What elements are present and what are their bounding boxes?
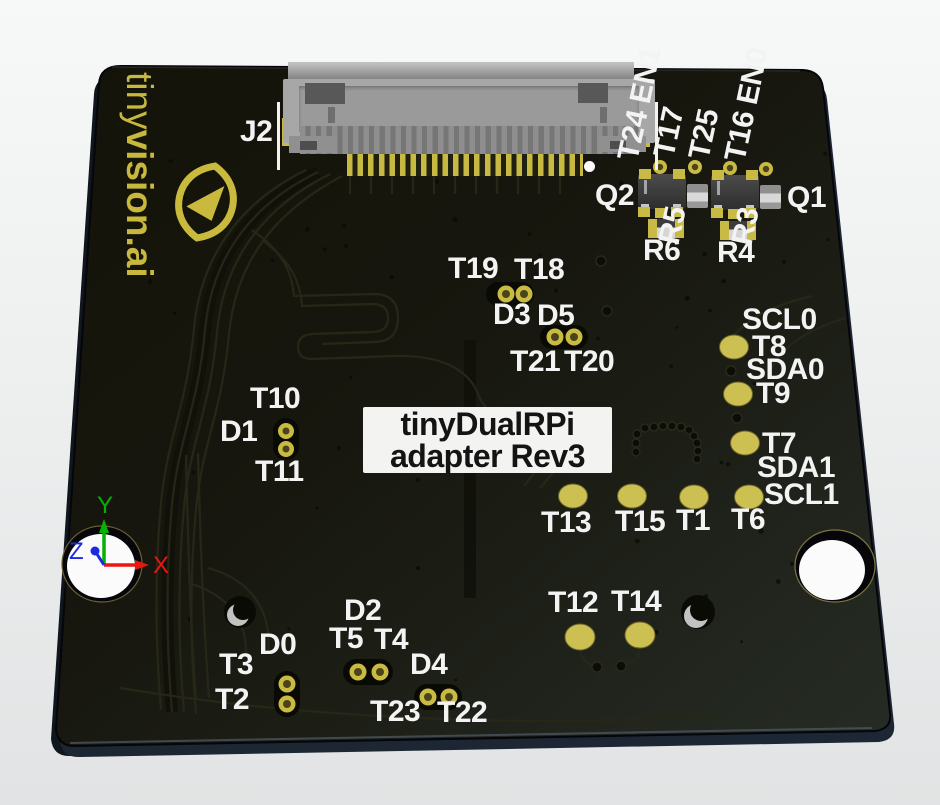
connector-actuator (288, 62, 634, 81)
connector-latch-right (578, 83, 608, 103)
label-t8: T8 (752, 330, 787, 363)
connector-latch-left (305, 83, 345, 104)
label-t22: T22 (437, 696, 488, 729)
label-t19: T19 (448, 252, 499, 285)
y-axis-arrowhead (99, 519, 109, 533)
z-axis-label: Z (69, 538, 84, 565)
connector-foot-left (289, 136, 337, 153)
label-t6: T6 (731, 503, 766, 536)
label-t18: T18 (514, 253, 565, 286)
connector-silkscreen-right (655, 102, 658, 170)
label-d0: D0 (259, 628, 297, 661)
label-scl1: SCL1 (764, 478, 839, 511)
label-r3: R3 (725, 204, 766, 249)
connector-contact-ridges (300, 126, 638, 154)
label-d4: D4 (410, 648, 448, 681)
connector-key-left (328, 107, 335, 123)
label-j2: J2 (240, 115, 273, 148)
label-q2: Q2 (595, 179, 635, 212)
label-d3: D3 (493, 298, 531, 331)
label-sda1: SDA1 (757, 451, 836, 484)
plated-hole-left (224, 596, 256, 628)
label-t11: T11 (255, 455, 304, 488)
axis-triad: Y X Z (69, 495, 169, 579)
x-axis-arrowhead (135, 560, 149, 570)
transistor-q1 (711, 170, 759, 219)
connector-key-right (600, 107, 607, 123)
board-title-line2: adapter Rev3 (390, 438, 585, 474)
board-bevel-highlight (69, 727, 873, 744)
label-t4: T4 (374, 623, 409, 656)
resistor-r6-body (648, 219, 684, 238)
y-axis-label: Y (97, 495, 113, 519)
ffc-connector-j2 (277, 62, 658, 176)
transistor-q2 (638, 169, 686, 218)
board-title-line1: tinyDualRPi (400, 406, 575, 442)
ring-pads (278, 160, 773, 713)
label-t23: T23 (370, 695, 421, 728)
connector-pins (347, 150, 583, 176)
label-t12: T12 (548, 586, 599, 619)
label-r6: R6 (643, 234, 681, 267)
x-axis-label: X (153, 552, 169, 579)
label-t14: T14 (611, 585, 662, 618)
label-r5: R5 (652, 203, 693, 248)
label-q1: Q1 (787, 181, 827, 214)
label-t15: T15 (615, 505, 666, 538)
resistor-r3-body (760, 185, 781, 209)
tinyvision-logo-icon (175, 162, 237, 242)
label-d5: D5 (537, 299, 575, 332)
label-t9: T9 (756, 377, 791, 410)
label-t20: T20 (564, 345, 615, 378)
label-t2: T2 (215, 683, 250, 716)
label-t3: T3 (219, 648, 254, 681)
label-r4: R4 (717, 236, 755, 269)
trace-outlines (119, 169, 847, 723)
label-t7: T7 (762, 427, 797, 460)
label-sda0: SDA0 (746, 353, 825, 386)
connector-silkscreen-left (277, 102, 280, 170)
resistor-r5-body (687, 184, 708, 208)
label-d1: D1 (220, 415, 258, 448)
label-t10: T10 (250, 382, 301, 415)
resistor-r4-body (720, 221, 756, 240)
brand-logo-text: tinyvision.ai (117, 72, 161, 278)
board-title-label: tinyDualRPi adapter Rev3 (363, 407, 612, 473)
label-d2: D2 (344, 594, 382, 627)
label-t13: T13 (541, 506, 592, 539)
pin1-marker-dot (584, 161, 595, 172)
plated-hole-right (681, 595, 715, 629)
label-scl0: SCL0 (742, 303, 817, 336)
test-pads (558, 334, 764, 651)
label-t1: T1 (676, 504, 711, 537)
label-t21: T21 (510, 345, 561, 378)
z-axis-dot (90, 546, 100, 556)
brand-suffix: vision.ai (119, 129, 160, 278)
via-dots (591, 255, 743, 673)
mounting-hole-right (794, 529, 876, 603)
connector-foot-right (598, 136, 646, 152)
label-t5: T5 (329, 622, 364, 655)
brand-prefix: tiny (119, 72, 160, 130)
